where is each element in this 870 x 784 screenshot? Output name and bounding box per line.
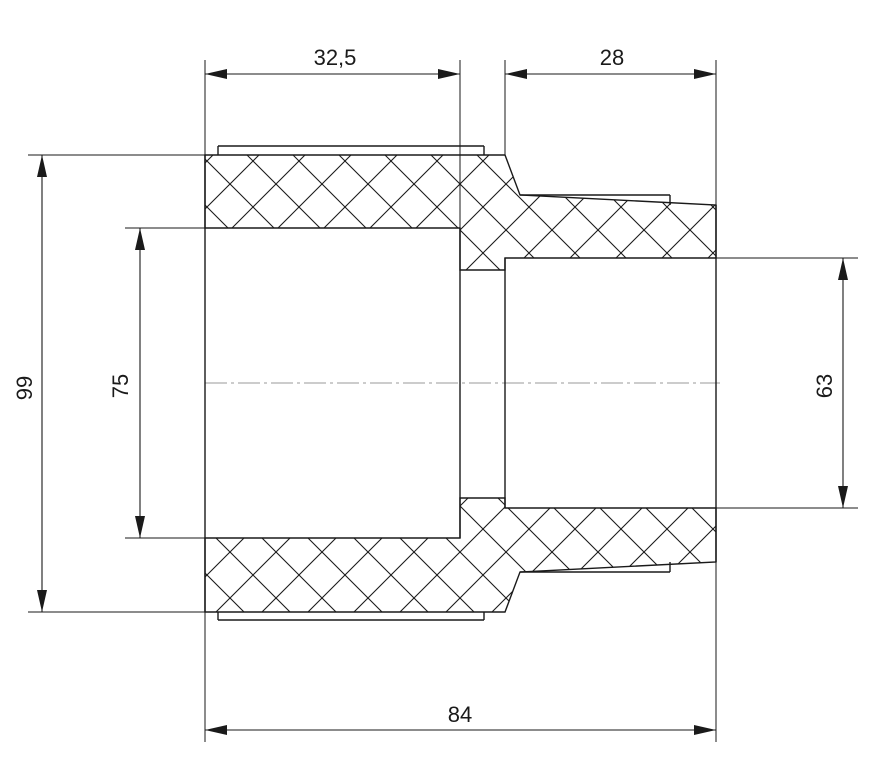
dimension-overall-length-label: 84 bbox=[448, 702, 472, 727]
dimension-socket-length-label: 32,5 bbox=[314, 45, 357, 70]
dimension-inner-diameter-large: 75 bbox=[108, 228, 145, 538]
dimension-outer-diameter-large: 99 bbox=[12, 155, 47, 612]
dimension-inner-diameter-large-label: 75 bbox=[108, 374, 133, 398]
dimension-outer-diameter-large-label: 99 bbox=[12, 376, 37, 400]
dimension-inner-diameter-small-label: 63 bbox=[812, 374, 837, 398]
dimension-overall-length: 84 bbox=[205, 702, 716, 735]
dimension-inner-diameter-small: 63 bbox=[812, 258, 848, 508]
dimension-spigot-length: 28 bbox=[505, 45, 716, 79]
dimension-socket-length: 32,5 bbox=[205, 45, 460, 79]
dimension-spigot-length-label: 28 bbox=[600, 45, 624, 70]
